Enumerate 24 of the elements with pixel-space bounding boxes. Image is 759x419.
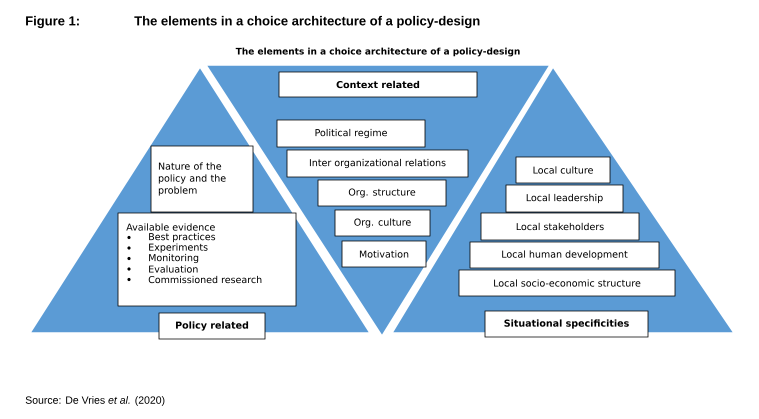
figure-number: Figure 1: — [26, 16, 79, 28]
text-box: Local human development — [470, 242, 660, 268]
diagram-heading: The elements in a choice architecture of a policy-design — [236, 48, 520, 56]
list-item: Best practices — [149, 232, 216, 242]
text-box: Political regime — [276, 120, 426, 148]
list-item: Commissioned research — [148, 276, 262, 284]
list-heading: Available evidence — [126, 223, 215, 231]
text-box: Local stakeholders — [480, 212, 640, 240]
label-box: Situational specificities — [484, 310, 648, 338]
text-box: Local leadership — [506, 184, 624, 212]
text-box: Local culture — [516, 156, 610, 184]
caption: Source: De Vries et al. (2020) — [26, 396, 164, 406]
text-box: Inter organizational relations — [286, 150, 468, 178]
text-box: Org. structure — [318, 180, 446, 206]
list-item: Evaluation — [149, 265, 198, 273]
text-box: Org. culture — [334, 210, 430, 236]
title: The elements in a choice architecture of a policy-design — [134, 16, 480, 28]
list-item: Experiments — [149, 243, 208, 253]
label-box: Context related — [278, 72, 478, 98]
text-box: Motivation — [342, 240, 426, 268]
text-box: Local socio-economic structure — [458, 270, 676, 296]
list-item: Monitoring — [149, 254, 198, 264]
text-box: Nature of the policy and the problem — [150, 146, 254, 212]
label-box: Policy related — [158, 312, 266, 340]
